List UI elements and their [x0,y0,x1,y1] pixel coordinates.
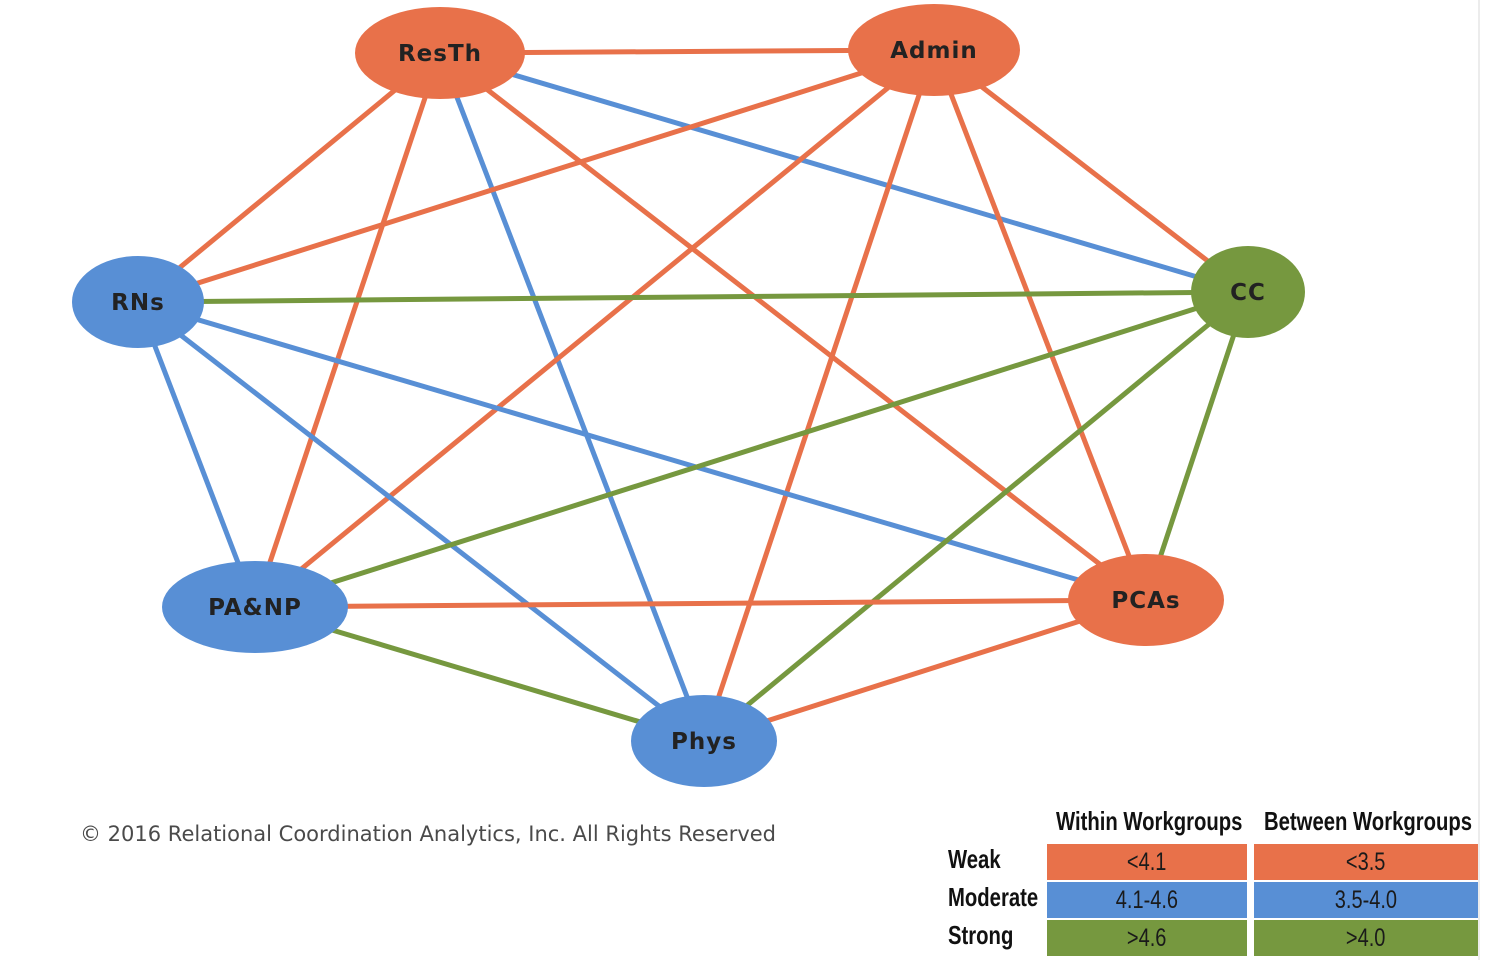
node-pcas-label: PCAs [1111,588,1180,614]
edge-cc-phys [702,290,1250,743]
legend-cell-weak-between: <3.5 [1254,844,1478,880]
node-admin-label: Admin [890,38,978,64]
edge-phys-pcas [703,597,1147,744]
node-rns-label: RNs [111,290,165,316]
node-phys-label: Phys [671,729,737,755]
node-pa-np-shape [162,561,348,653]
node-pa-np: PA&NP [162,561,348,653]
edge-admin-phys [701,49,937,742]
node-pcas-shape [1068,554,1224,646]
edge-cc-pa-np [254,289,1249,610]
copyright-notice: © 2016 Relational Coordination Analytics… [80,822,777,846]
edge-resth-pcas [438,51,1148,602]
legend-cell-moderate-between: 3.5-4.0 [1254,882,1478,918]
node-cc-shape [1191,246,1305,338]
legend-row-label-moderate: Moderate [948,882,1039,912]
node-admin-shape [848,4,1020,96]
node-rns: RNs [72,256,204,348]
legend-cell-weak-within: <4.1 [1047,844,1247,880]
edge-rns-pa-np [135,301,258,608]
node-rns-shape [72,256,204,348]
edge-admin-pa-np [253,48,936,609]
legend-header-between: Between Workgroups [1264,806,1473,836]
node-resth: ResTh [355,7,525,99]
edge-resth-rns [136,51,442,304]
right-border-line [1478,0,1480,960]
legend-cell-moderate-within: 4.1-4.6 [1047,882,1247,918]
node-pcas: PCAs [1068,554,1224,646]
edge-admin-rns [137,47,935,305]
legend-row-label-weak: Weak [948,844,1001,874]
edge-admin-pcas [931,49,1149,601]
legend-header-within: Within Workgroups [1056,806,1243,836]
edge-resth-pa-np [252,52,443,608]
node-cc: CC [1191,246,1305,338]
legend-row-label-strong: Strong [948,920,1014,950]
edge-admin-cc [932,48,1250,294]
edge-rns-pcas [137,299,1147,603]
edge-rns-phys [136,300,706,743]
edge-rns-cc [137,289,1249,305]
node-pa-np-label: PA&NP [208,595,302,621]
node-admin: Admin [848,4,1020,96]
edge-resth-cc [439,50,1249,295]
node-phys: Phys [631,695,777,787]
legend-cell-strong-within: >4.6 [1047,920,1247,956]
edge-cc-pcas [1143,291,1251,601]
edge-resth-phys [437,52,707,742]
node-resth-label: ResTh [398,41,482,67]
legend-cell-strong-between: >4.0 [1254,920,1478,956]
node-phys-shape [631,695,777,787]
node-cc-label: CC [1230,280,1266,306]
edge-pa-np-pcas [254,597,1147,610]
edges-layer [135,47,1251,744]
node-resth-shape [355,7,525,99]
